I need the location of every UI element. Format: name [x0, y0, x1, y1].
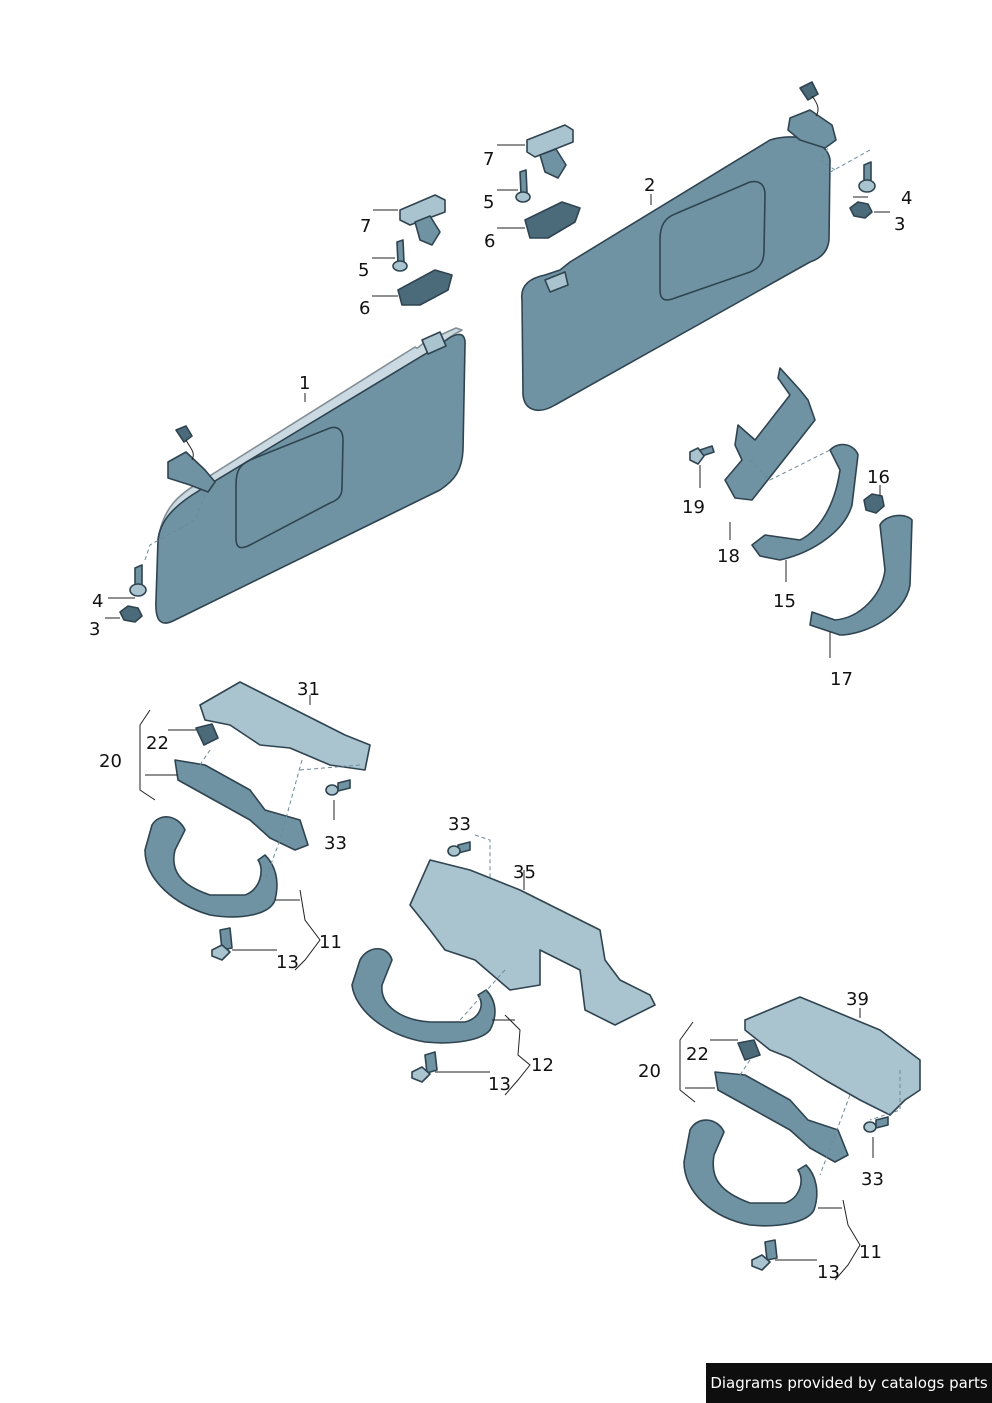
screw-5-left[interactable] — [392, 239, 408, 272]
callout-7-right: 7 — [483, 149, 494, 170]
callout-18: 18 — [717, 546, 740, 567]
callout-7-left: 7 — [360, 216, 371, 237]
bracket-18[interactable] — [724, 367, 816, 501]
callout-20-right: 20 — [638, 1061, 661, 1082]
heat-shield-35[interactable] — [409, 859, 656, 1026]
callout-19: 19 — [682, 497, 705, 518]
screw-5-right[interactable] — [515, 169, 531, 203]
callout-35: 35 — [513, 862, 536, 883]
callout-3-left: 3 — [89, 619, 100, 640]
callout-2: 2 — [644, 175, 655, 196]
screw-4-right[interactable] — [858, 161, 876, 193]
callout-6-right: 6 — [484, 231, 495, 252]
grab-handle-12[interactable] — [351, 947, 496, 1044]
connector-22-right[interactable] — [737, 1039, 761, 1061]
callout-13-center: 13 — [488, 1074, 511, 1095]
callout-16: 16 — [867, 467, 890, 488]
cover-cap-right[interactable] — [524, 201, 581, 239]
callout-5-right: 5 — [483, 192, 494, 213]
callout-22-right: 22 — [686, 1044, 709, 1065]
callout-33-center: 33 — [448, 814, 471, 835]
callout-11-left: 11 — [319, 932, 342, 953]
mount-bracket-20-right[interactable] — [714, 1071, 849, 1163]
grab-handle-15[interactable] — [751, 443, 859, 561]
screw-13-right[interactable] — [751, 1239, 778, 1271]
visor-clip-left[interactable] — [399, 194, 446, 246]
visor-mount-left[interactable] — [167, 425, 216, 493]
callout-33-left: 33 — [324, 833, 347, 854]
screw-13-center[interactable] — [411, 1051, 438, 1083]
callout-13-right: 13 — [817, 1262, 840, 1283]
callout-4-left: 4 — [92, 591, 103, 612]
callout-6-left: 6 — [359, 298, 370, 319]
callout-22-left: 22 — [146, 733, 169, 754]
callout-11-right: 11 — [859, 1242, 882, 1263]
screw-13-left[interactable] — [211, 927, 233, 961]
heat-shield-31[interactable] — [199, 681, 371, 771]
grab-handle-11-left[interactable] — [144, 816, 278, 918]
heat-shield-39[interactable] — [744, 996, 921, 1116]
nut-3-right[interactable] — [849, 201, 873, 219]
grab-handle-17[interactable] — [809, 514, 913, 636]
callout-12: 12 — [531, 1055, 554, 1076]
screw-33-right[interactable] — [863, 1116, 889, 1133]
visor-clip-right[interactable] — [526, 124, 574, 179]
sun-visor-left[interactable] — [155, 327, 466, 624]
callout-20-left: 20 — [99, 751, 122, 772]
callout-33-right: 33 — [861, 1169, 884, 1190]
nut-16[interactable] — [863, 493, 885, 514]
callout-3-right: 3 — [894, 214, 905, 235]
callout-39: 39 — [846, 989, 869, 1010]
assembly-lines — [144, 144, 901, 1176]
connector-22-left[interactable] — [195, 723, 219, 746]
callout-4-right: 4 — [901, 188, 912, 209]
callout-15: 15 — [773, 591, 796, 612]
watermark-banner: Diagrams provided by catalogs parts — [706, 1363, 992, 1403]
grab-handle-11-right[interactable] — [683, 1119, 818, 1227]
callout-17: 17 — [830, 669, 853, 690]
bolt-19[interactable] — [689, 445, 715, 465]
sun-visor-right[interactable] — [520, 136, 831, 412]
callout-labels: 1 2 3 3 4 4 5 5 6 6 7 7 11 11 12 13 13 1… — [89, 149, 912, 1283]
watermark-text: Diagrams provided by catalogs parts — [710, 1374, 988, 1392]
leader-lines — [105, 144, 890, 1281]
callout-5-left: 5 — [358, 260, 369, 281]
callout-31: 31 — [297, 679, 320, 700]
screw-33-center[interactable] — [447, 841, 471, 857]
screw-33-left[interactable] — [325, 779, 351, 796]
nut-3-left[interactable] — [119, 605, 143, 623]
callout-13-left: 13 — [276, 952, 299, 973]
callout-1: 1 — [299, 373, 310, 394]
cover-cap-left[interactable] — [397, 269, 453, 306]
mount-bracket-20-left[interactable] — [174, 759, 309, 851]
visor-mount-right[interactable] — [787, 81, 837, 149]
screw-4-left[interactable] — [129, 564, 147, 597]
